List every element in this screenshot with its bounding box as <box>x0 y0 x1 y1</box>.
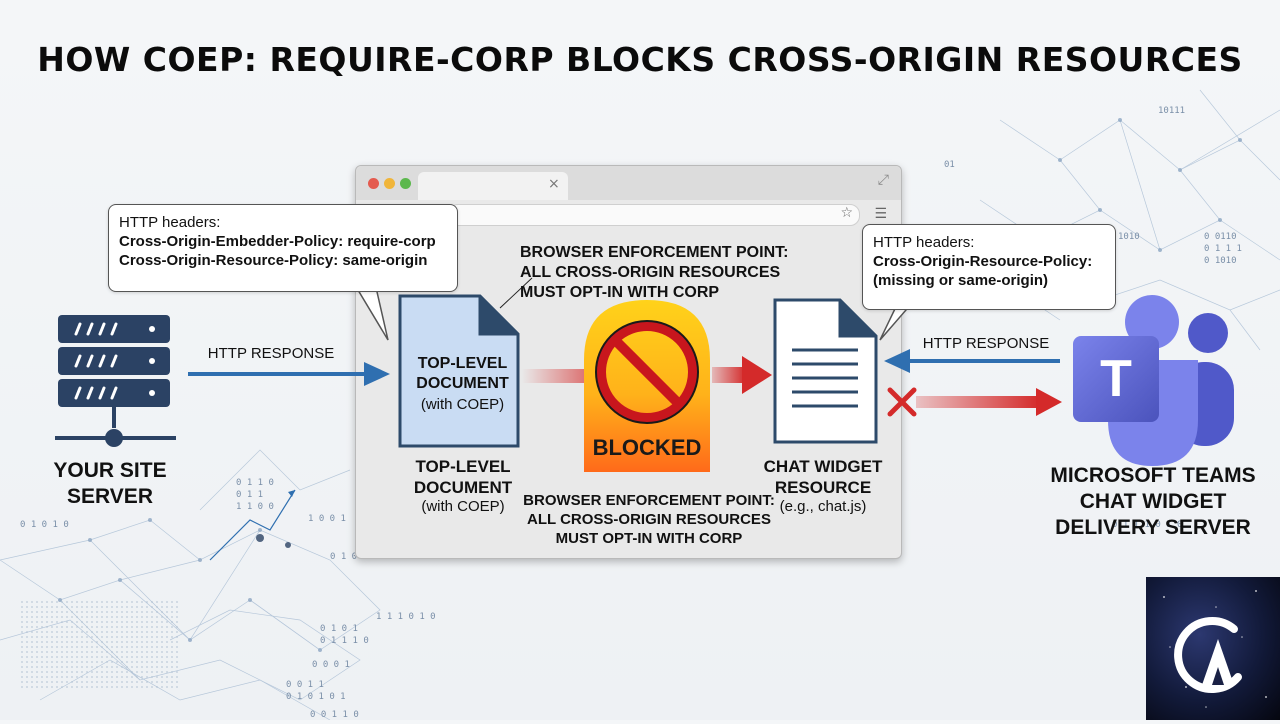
teams-label-line: CHAT WIDGET <box>1079 490 1227 513</box>
red-flow-arrow-in <box>522 369 584 383</box>
document-icon-chat-resource <box>773 298 878 444</box>
logo-icon <box>1163 590 1267 708</box>
server-label-line: YOUR SITE <box>53 459 167 482</box>
enforcement-line: ALL CROSS-ORIGIN RESOURCES <box>527 511 771 528</box>
browser-tab[interactable]: × <box>418 172 568 200</box>
minimize-dot[interactable] <box>384 178 395 189</box>
enforcement-point-label-bottom: BROWSER ENFORCEMENT POINT: ALL CROSS-ORI… <box>518 491 780 548</box>
binary-text: 0 1 0 1 0 1 <box>286 692 346 702</box>
server-label: YOUR SITE SERVER <box>30 458 190 510</box>
binary-text: 0 1 1 1 0 <box>320 636 369 646</box>
teams-icon <box>1073 295 1234 466</box>
binary-text: 1 1 1 0 1 0 <box>376 612 436 622</box>
binary-text: 0 1 0 0 <box>330 552 368 562</box>
red-flow-arrow-out <box>712 356 772 394</box>
chat-resource-subtitle: (e.g., chat.js) <box>779 498 867 515</box>
server-icon <box>55 315 176 447</box>
callout-line: Cross-Origin-Resource-Policy: same-origi… <box>119 252 428 269</box>
chat-title-line: CHAT WIDGET <box>763 457 883 476</box>
binary-text: 0 0 1 1 0 <box>310 710 359 720</box>
enforcement-line: BROWSER ENFORCEMENT POINT: <box>520 244 789 261</box>
binary-text: 0 1 1 1 0 1 0 <box>1112 520 1183 530</box>
callout-right-headers: HTTP headers: Cross-Origin-Resource-Poli… <box>862 224 1116 310</box>
teams-server-label: MICROSOFT TEAMS CHAT WIDGET DELIVERY SER… <box>1040 463 1266 541</box>
http-response-arrow-left <box>188 362 390 386</box>
enforcement-line: BROWSER ENFORCEMENT POINT: <box>523 492 775 509</box>
page-title: HOW COEP: REQUIRE-CORP BLOCKS CROSS-ORIG… <box>37 40 1243 79</box>
enforcement-point-label-top: BROWSER ENFORCEMENT POINT: ALL CROSS-ORI… <box>520 243 810 303</box>
binary-text: 0 1 0 1 <box>320 624 358 634</box>
close-icon[interactable]: × <box>548 176 560 192</box>
binary-text: 0 0 0 1 <box>312 660 350 670</box>
binary-text: 0 1 1 0 <box>236 478 274 488</box>
blocked-badge <box>584 300 710 472</box>
binary-text: 0 0110 <box>1204 232 1237 242</box>
enforcement-line: MUST OPT-IN WITH CORP <box>520 284 720 301</box>
expand-icon[interactable]: ⤢ <box>877 172 889 188</box>
binary-text: 1010 <box>1118 232 1140 242</box>
binary-text: 0 1 1 1 <box>1204 244 1242 254</box>
enforcement-leader-line <box>499 277 533 309</box>
chat-title-line: RESOURCE <box>774 478 872 497</box>
teams-label-line: MICROSOFT TEAMS <box>1050 464 1256 487</box>
chat-resource-title: CHAT WIDGET RESOURCE <box>748 456 898 498</box>
callout-heading: HTTP headers: <box>119 214 221 231</box>
address-bar[interactable]: ☆ <box>448 204 860 226</box>
teams-icon-letter: T <box>1100 350 1132 408</box>
document-caption-title: TOP-LEVEL DOCUMENT <box>393 456 533 498</box>
document-caption-line: TOP-LEVEL <box>415 457 511 476</box>
menu-icon[interactable]: ☰ <box>874 206 887 222</box>
document-inner-subtitle: (with COEP) <box>420 396 505 413</box>
callout-line: Cross-Origin-Resource-Policy: <box>873 253 1093 270</box>
enforcement-line: MUST OPT-IN WITH CORP <box>555 530 743 547</box>
binary-text: 01 <box>944 160 955 170</box>
callout-heading: HTTP headers: <box>873 234 975 251</box>
document-caption-subtitle: (with COEP) <box>421 498 505 515</box>
callout-line: Cross-Origin-Embedder-Policy: require-co… <box>119 233 436 250</box>
binary-text: 0 1 0 1 0 <box>20 520 69 530</box>
browser-titlebar: × ⤢ <box>356 166 901 200</box>
document-title-line: DOCUMENT <box>416 375 509 392</box>
http-response-label-left: HTTP RESPONSE <box>207 345 335 362</box>
callout-left-headers: HTTP headers: Cross-Origin-Embedder-Poli… <box>108 204 458 292</box>
star-icon[interactable]: ☆ <box>840 205 853 221</box>
blocked-label: BLOCKED <box>592 435 702 460</box>
server-label-line: SERVER <box>67 485 153 508</box>
brand-logo <box>1146 577 1280 720</box>
document-inner-title: TOP-LEVEL DOCUMENT <box>400 354 525 394</box>
binary-text: 0 1010 <box>1204 256 1237 266</box>
document-title-line: TOP-LEVEL <box>417 355 508 372</box>
binary-text: 0 0 1 1 <box>286 680 324 690</box>
binary-text: 10111 <box>1158 106 1186 116</box>
binary-text: 0 1 1 <box>236 490 264 500</box>
document-icon-top-level <box>398 294 520 448</box>
binary-text: 1 1 0 0 <box>236 502 274 512</box>
document-caption-line: DOCUMENT <box>413 478 513 497</box>
teams-label-line: DELIVERY SERVER <box>1055 516 1251 539</box>
close-dot[interactable] <box>368 178 379 189</box>
enforcement-line: ALL CROSS-ORIGIN RESOURCES <box>520 264 781 281</box>
callout-line: (missing or same-origin) <box>873 272 1049 289</box>
http-response-label-right: HTTP RESPONSE <box>922 335 1050 352</box>
http-response-arrow-right <box>884 349 1060 373</box>
blocked-x-icon <box>887 387 917 417</box>
binary-text: 1 0 0 1 <box>308 514 346 524</box>
blocked-request-arrow <box>916 388 1062 416</box>
maximize-dot[interactable] <box>400 178 411 189</box>
